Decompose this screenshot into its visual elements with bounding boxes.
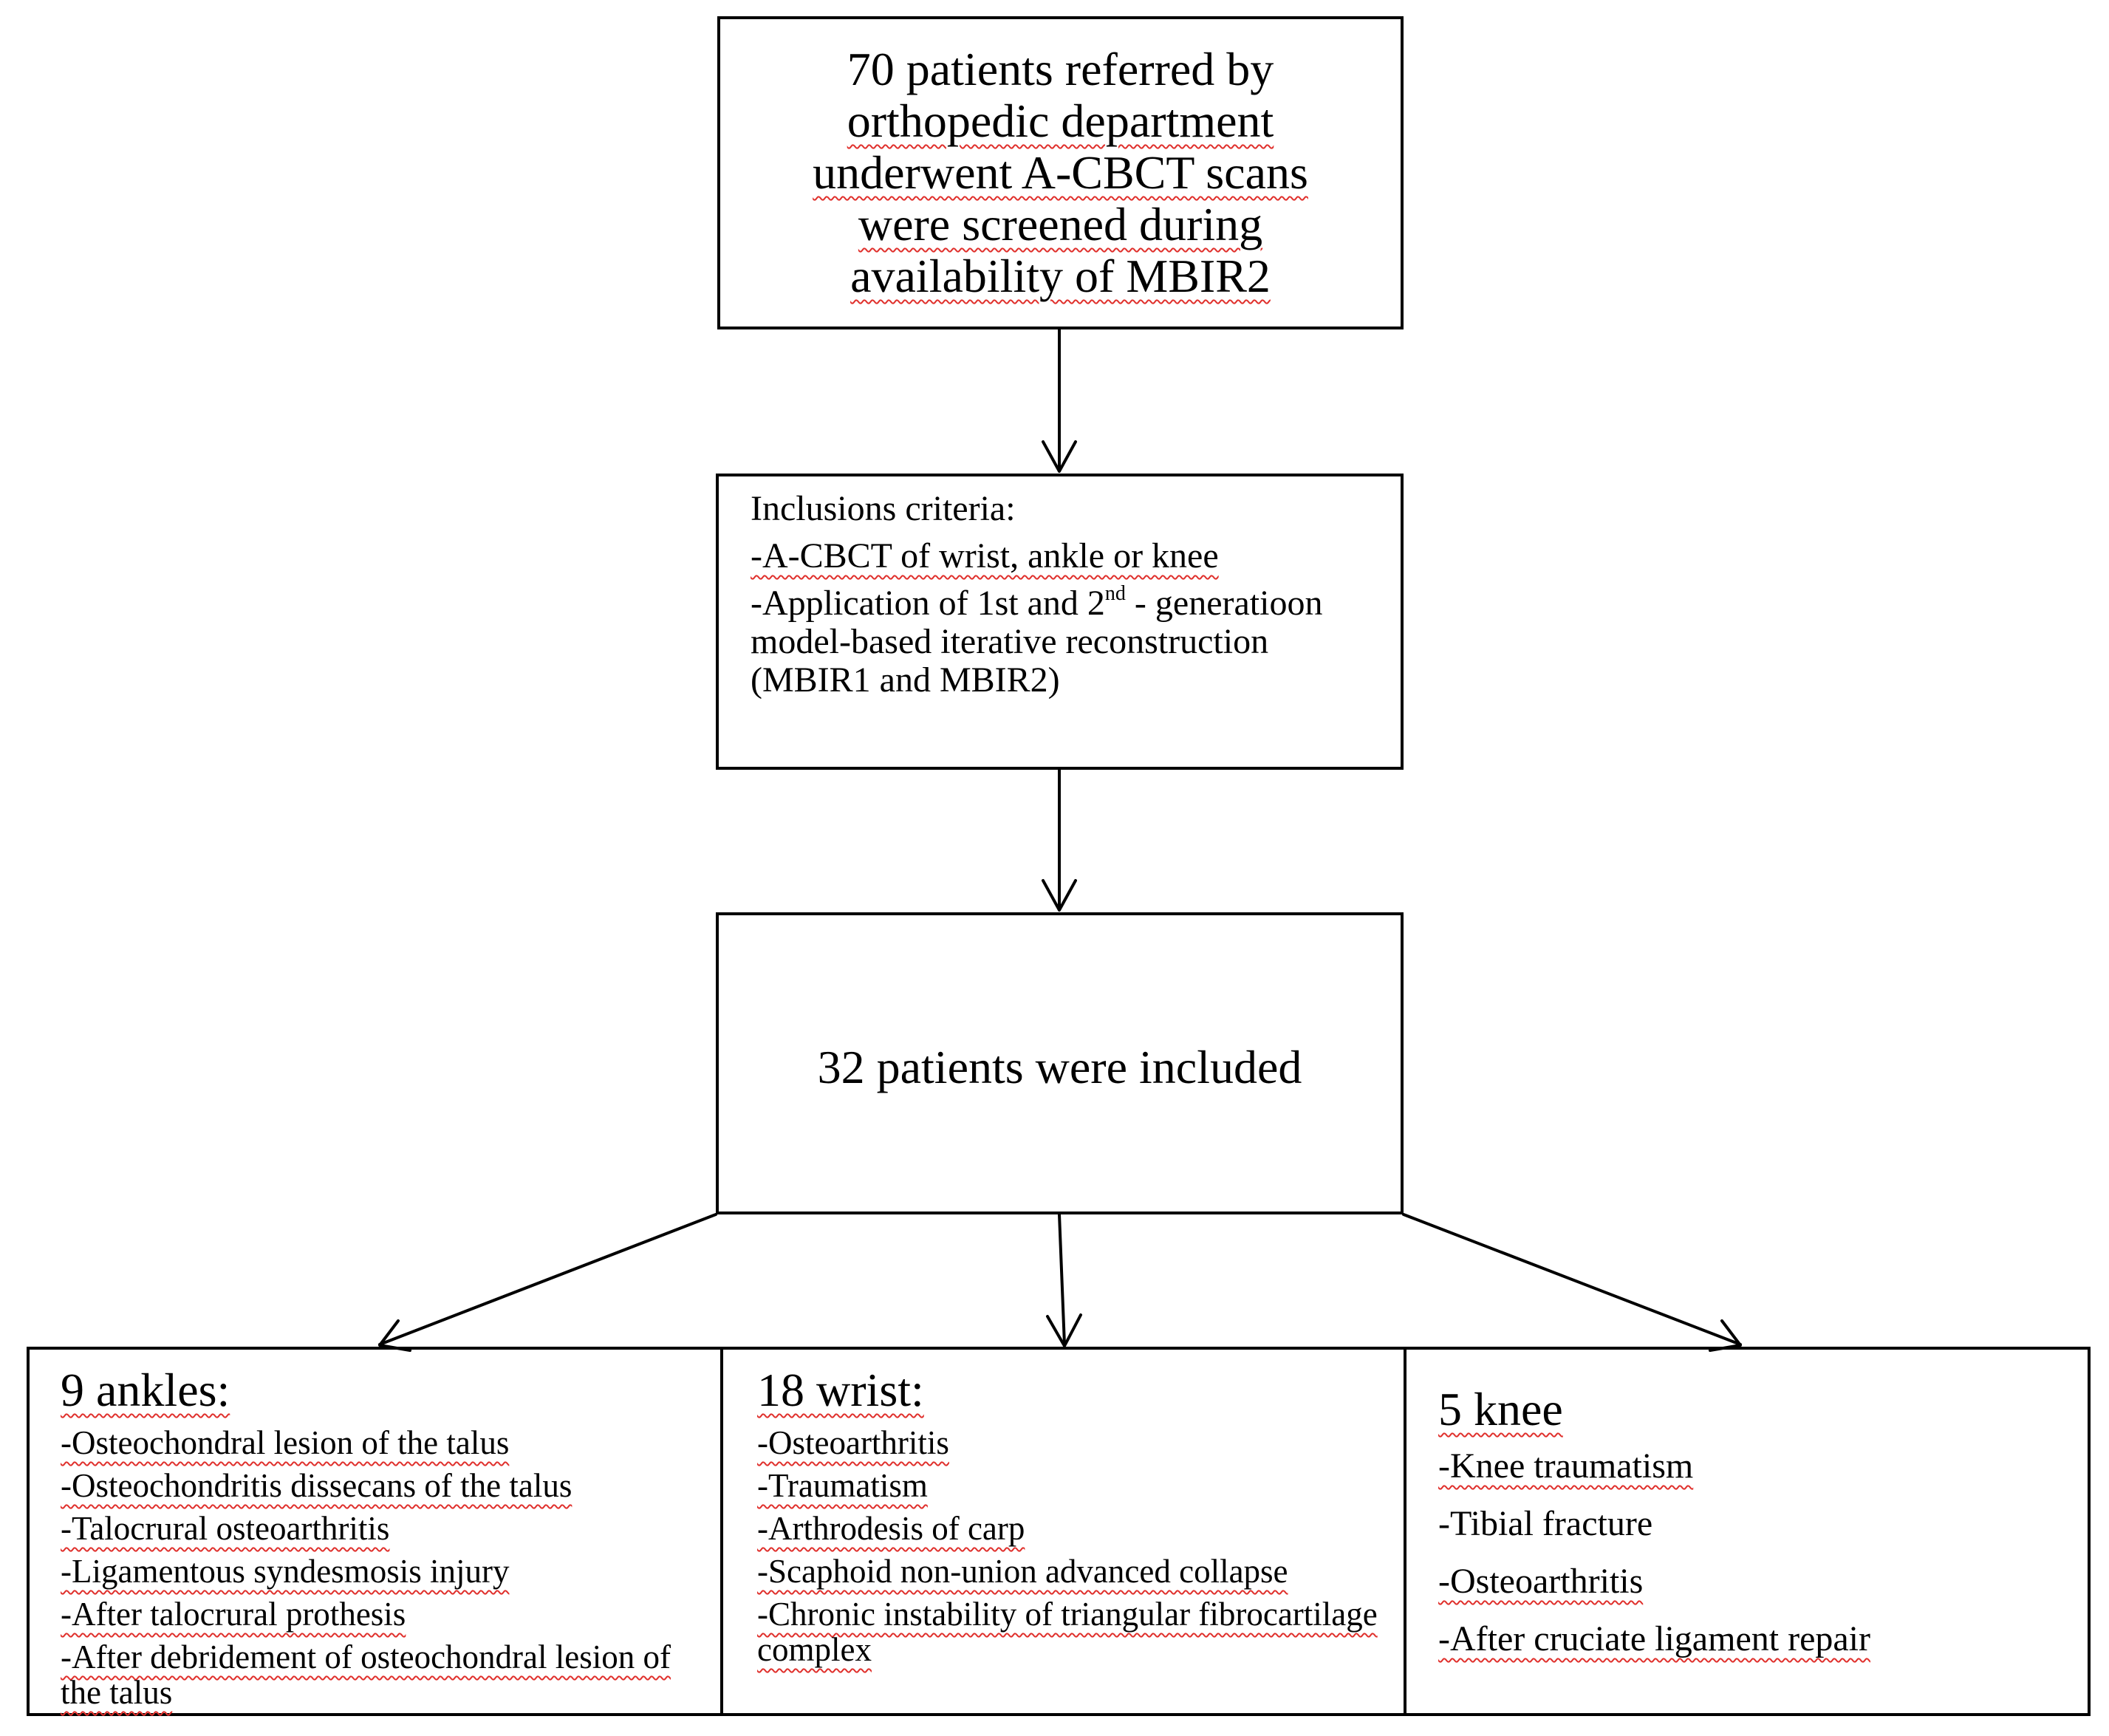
criteria-item-text: - generatioon model-based iterative reco… — [751, 584, 1323, 700]
wrist-item: -Osteoarthritis — [757, 1424, 949, 1461]
criteria-item-text: -Application of 1st and 2 — [751, 584, 1105, 623]
knee-item: -After cruciate ligament repair — [1438, 1619, 1870, 1658]
wrist-item: -Traumatism — [757, 1467, 928, 1504]
arrowhead-included-to-ankles — [378, 1319, 411, 1352]
wrist-box: 18 wrist: -Osteoarthritis -Traumatism -A… — [720, 1347, 1406, 1716]
knee-item: -Osteoarthritis — [1438, 1562, 1644, 1601]
knee-box: 5 knee -Knee traumatism -Tibial fracture… — [1404, 1347, 2091, 1716]
arrowhead-criteria-to-included — [1042, 879, 1077, 912]
wrist-item: -Arthrodesis of carp — [757, 1510, 1025, 1547]
ankles-item: -Ligamentous syndesmosis injury — [61, 1553, 510, 1590]
screening-line: availability of MBIR2 — [850, 250, 1271, 302]
inclusion-criteria-box: Inclusions criteria: -A-CBCT of wrist, a… — [716, 474, 1404, 770]
arrow-included-to-ankles — [378, 1213, 717, 1346]
screening-box: 70 patients referred by orthopedic depar… — [717, 16, 1404, 329]
wrist-item: -Scaphoid non-union advanced collapse — [757, 1553, 1288, 1590]
wrist-title: 18 wrist: — [757, 1364, 924, 1416]
arrow-included-to-wrist — [1058, 1213, 1066, 1346]
arrowhead-included-to-knee — [1709, 1319, 1742, 1352]
knee-item: -Tibial fracture — [1438, 1504, 1653, 1543]
ankles-item: -After talocrural prothesis — [61, 1596, 406, 1633]
ankles-box: 9 ankles: -Osteochondral lesion of the t… — [27, 1347, 723, 1716]
ankles-item: -Osteochondritis dissecans of the talus — [61, 1467, 572, 1504]
screening-line: orthopedic department — [847, 95, 1274, 147]
criteria-item: -A-CBCT of wrist, ankle or knee — [751, 536, 1219, 575]
wrist-item: -Chronic instability of triangular fibro… — [757, 1596, 1378, 1668]
knee-item: -Knee traumatism — [1438, 1446, 1694, 1486]
screening-line: were screened during — [858, 198, 1263, 250]
included-text: 32 patients were included — [817, 1040, 1302, 1093]
ankles-item: -Talocrural osteoarthritis — [61, 1510, 390, 1547]
criteria-title: Inclusions criteria: — [751, 489, 1016, 528]
screening-line: 70 patients referred by — [847, 43, 1274, 95]
knee-title: 5 knee — [1438, 1383, 1563, 1435]
arrowhead-top-to-criteria — [1042, 440, 1077, 473]
ankles-item: -After debridement of osteochondral lesi… — [61, 1638, 671, 1711]
included-box: 32 patients were included — [716, 912, 1404, 1214]
screening-text: 70 patients referred by orthopedic depar… — [783, 44, 1338, 302]
ankles-item: -Osteochondral lesion of the talus — [61, 1424, 510, 1461]
criteria-item: -Application of 1st and 2nd - generatioo… — [751, 584, 1378, 700]
screening-line: underwent A-CBCT scans — [813, 146, 1308, 199]
arrowhead-included-to-wrist — [1046, 1313, 1082, 1347]
ankles-title: 9 ankles: — [61, 1364, 230, 1416]
arrow-included-to-knee — [1402, 1213, 1742, 1346]
superscript-nd: nd — [1104, 582, 1126, 605]
